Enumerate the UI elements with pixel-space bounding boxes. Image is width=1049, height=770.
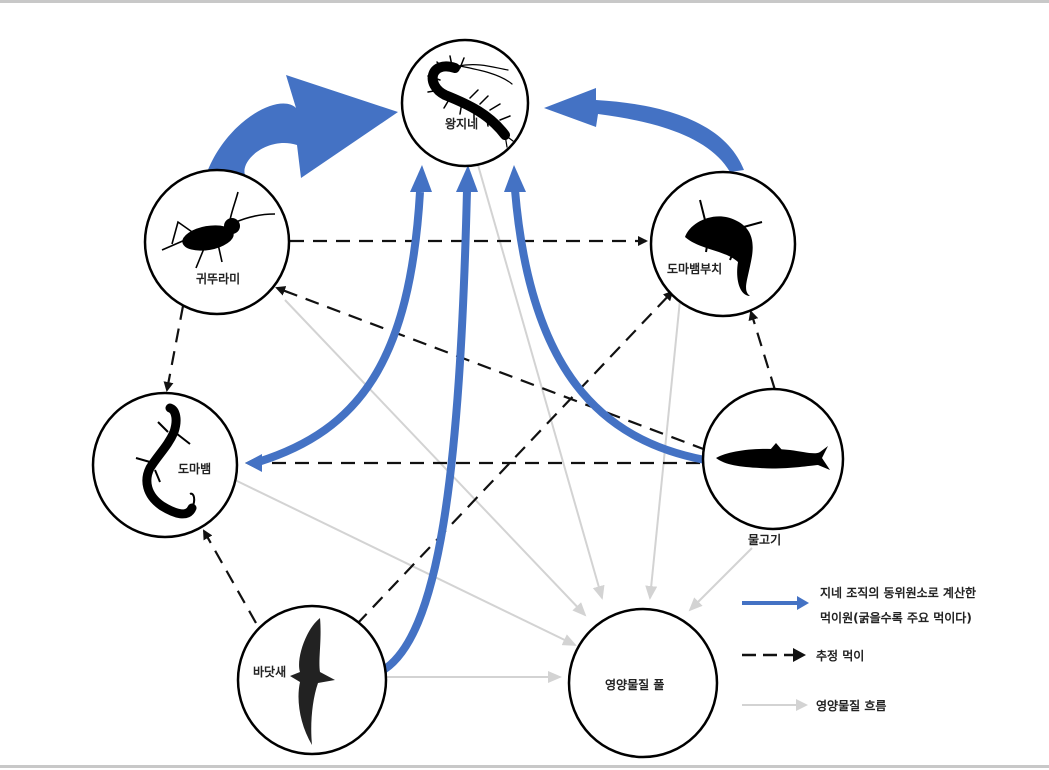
- node-label-centipede: 왕지네: [445, 116, 478, 131]
- node-nutrient-pool[interactable]: 영양물질 풀: [567, 607, 719, 759]
- fish-icon: [716, 443, 830, 470]
- lizard-icon: [135, 403, 197, 519]
- estimated-edge-fish-gecko: [748, 310, 777, 391]
- isotope-edge-gecko-centipede: [544, 88, 744, 172]
- isotope-arrowhead-fish-lizard: [245, 454, 262, 472]
- gecko-icon: [685, 199, 763, 296]
- node-fish[interactable]: 물고기: [701, 387, 845, 547]
- legend-estimated-arrowhead: [793, 648, 806, 662]
- legend-estimated-label: 추정 먹이: [816, 648, 864, 663]
- node-label-cricket: 귀뚜라미: [196, 271, 240, 286]
- nutrient-edge-fish-pool: [688, 547, 753, 612]
- nutrient-edge-lizard-pool: [234, 479, 577, 646]
- legend-nutrient-arrowhead: [796, 699, 808, 711]
- isotope-diet-edges: [206, 75, 744, 676]
- legend-isotope-arrowhead: [797, 596, 809, 610]
- isotope-arrowhead-lizard-centipede: [410, 165, 432, 192]
- isotope-edge-cricket-centipede: [206, 75, 398, 178]
- cricket-icon: [161, 191, 276, 269]
- node-seabird[interactable]: 바닷새: [236, 604, 388, 756]
- centipede-icon: [427, 55, 514, 148]
- estimated-edge-fish-cricket: [275, 286, 707, 452]
- estimated-edge-seabird-gecko: [356, 290, 674, 625]
- estimated-edge-cricket-lizard: [163, 305, 185, 392]
- isotope-arrowhead-seabird-centipede: [456, 165, 478, 192]
- legend-isotope-label-line2: 먹이원(굵을수록 주요 먹이다): [820, 610, 972, 625]
- node-label-seabird: 바닷새: [253, 664, 286, 679]
- nutrient-edge-cricket-pool: [284, 299, 587, 617]
- seabird-icon: [290, 618, 335, 745]
- node-cricket[interactable]: 귀뚜라미: [143, 168, 291, 316]
- isotope-edge-fish-centipede: [511, 189, 706, 464]
- isotope-arrowhead-fish-centipede: [504, 165, 526, 192]
- legend-item-isotope: 지네 조직의 동위원소로 계산한 먹이원(굵을수록 주요 먹이다): [742, 585, 976, 625]
- legend-isotope-label-line1: 지네 조직의 동위원소로 계산한: [820, 585, 976, 600]
- estimated-prey-edges: [163, 236, 777, 625]
- legend-nutrient-label: 영양물질 흐름: [816, 698, 886, 713]
- legend: 지네 조직의 동위원소로 계산한 먹이원(굵을수록 주요 먹이다) 추정 먹이 …: [742, 585, 976, 713]
- node-label-gecko: 도마뱀부치: [667, 261, 722, 276]
- legend-item-nutrient: 영양물질 흐름: [742, 698, 886, 713]
- node-label-fish: 물고기: [748, 532, 781, 547]
- node-label-lizard: 도마뱀: [178, 461, 211, 476]
- isotope-edge-seabird-centipede: [377, 189, 471, 676]
- isotope-edge-lizard-centipede: [256, 191, 424, 466]
- top-border: [0, 0, 1049, 3]
- nutrient-edge-centipede-pool: [477, 164, 605, 600]
- bottom-border: [0, 765, 1049, 768]
- node-label-nutrient-pool: 영양물질 풀: [605, 677, 664, 692]
- node-centipede[interactable]: 왕지네: [400, 38, 530, 168]
- legend-item-estimated: 추정 먹이: [742, 648, 864, 663]
- node-gecko[interactable]: 도마뱀부치: [649, 170, 797, 318]
- node-lizard[interactable]: 도마뱀: [91, 391, 239, 539]
- estimated-edge-seabird-lizard: [203, 529, 257, 624]
